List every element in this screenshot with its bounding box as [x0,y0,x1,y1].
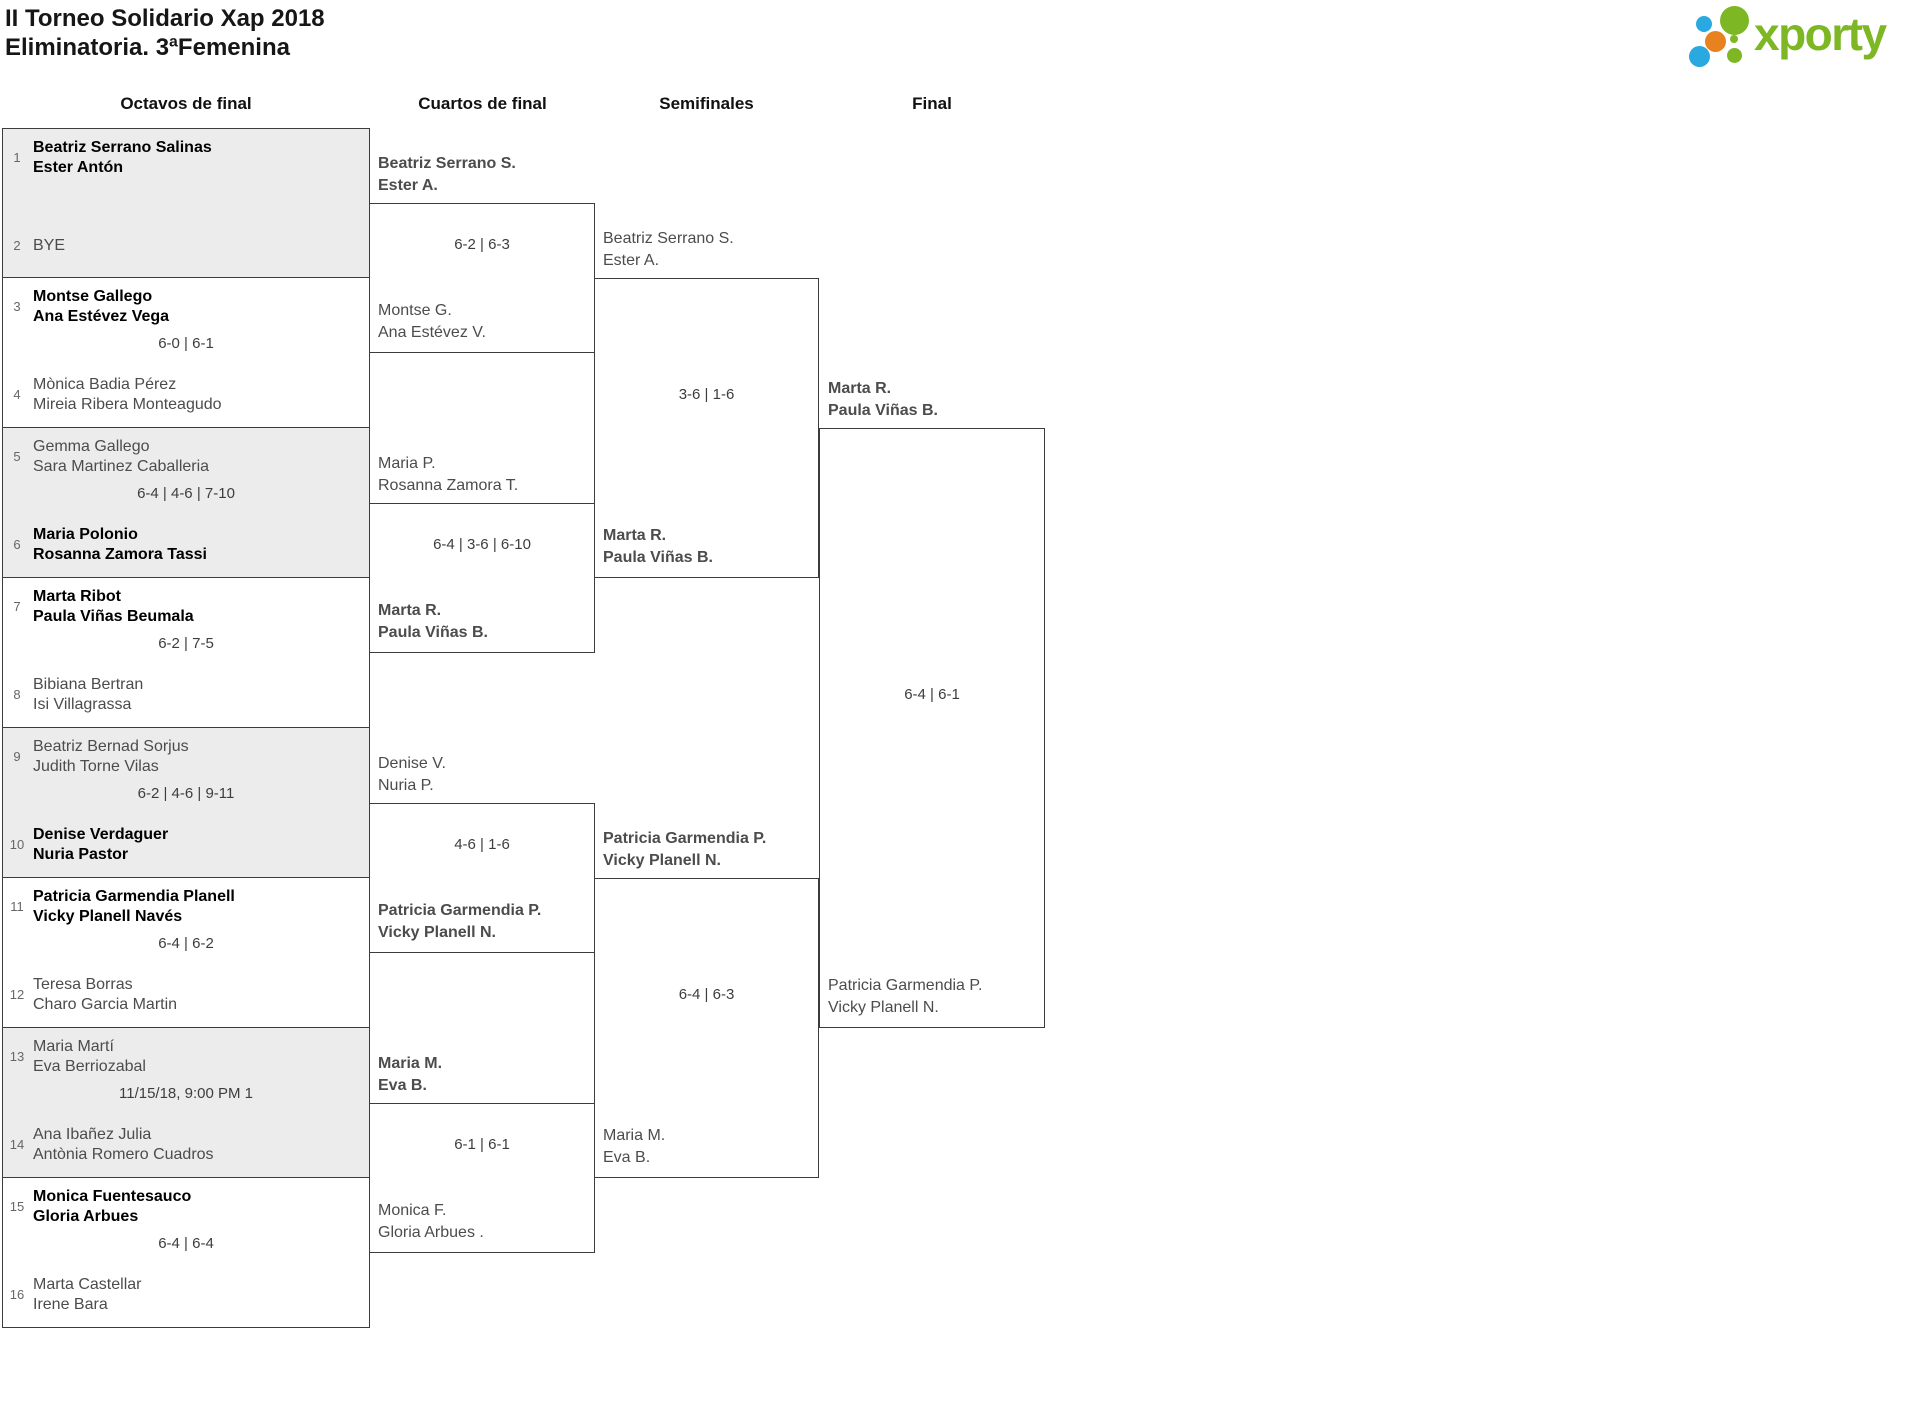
match-score: 4-6 | 1-6 [454,836,510,853]
seed-number: 7 [13,599,21,614]
team-name: Patricia Garmendia P.Vicky Planell N. [603,830,767,869]
team-name: Maria M.Eva B. [603,1127,666,1166]
match-schedule: 11/15/18, 9:00 PM 1 [119,1085,253,1102]
seed-number: 3 [13,299,21,314]
team-name: Monica F.Gloria Arbues . [378,1202,484,1241]
team-name: Patricia Garmendia P.Vicky Planell N. [828,977,983,1016]
seed-number: 11 [10,899,24,914]
team-name: Patricia Garmendia P.Vicky Planell N. [378,902,542,941]
match-score: 6-0 | 6-1 [158,335,214,352]
seed-number: 10 [9,837,25,852]
match-qf-1[interactable]: Beatriz Serrano S.Ester A. 6-2 | 6-3 Mon… [370,155,595,353]
team-name: Beatriz Serrano S.Ester A. [378,155,516,194]
team-name: Marta R.Paula Viñas B. [603,527,713,566]
bracket-subtitle: Eliminatoria. 3ªFemenina [5,34,290,61]
seed-number: 13 [9,1049,25,1064]
round-header-final: Final [912,94,952,113]
team-name: Maria P.Rosanna Zamora T. [378,455,519,494]
seed-number: 15 [9,1199,25,1214]
match-score: 6-4 | 6-2 [158,935,214,952]
round-header-semis: Semifinales [659,94,754,113]
logo-wordmark: xporty [1754,8,1887,60]
match-final[interactable]: Marta R.Paula Viñas B. 6-4 | 6-1 Patrici… [819,380,1045,1028]
seed-number: 2 [13,238,21,253]
seed-number: 8 [13,687,21,702]
tournament-name: II Torneo Solidario Xap 2018 [5,5,325,32]
team-name: Marta R.Paula Viñas B. [828,380,938,419]
logo-dot-blue-small [1696,16,1712,32]
match-score: 6-1 | 6-1 [454,1136,510,1153]
logo-dot-green-large [1720,6,1749,35]
team-name: Marta R.Paula Viñas B. [378,602,488,641]
round-header-octavos: Octavos de final [120,94,252,113]
team-name: Montse G.Ana Estévez V. [378,302,486,341]
seed-number: 16 [9,1287,25,1302]
logo-dot-orange [1705,31,1726,52]
seed-number: 9 [13,749,21,764]
team-name: BYE [33,237,66,254]
seed-number: 6 [13,537,21,552]
seed-number: 1 [13,150,21,165]
match-score: 3-6 | 1-6 [678,386,735,403]
team-name: Denise V.Nuria P. [378,755,446,794]
match-qf-2[interactable]: Maria P.Rosanna Zamora T. 6-4 | 3-6 | 6-… [370,455,595,653]
match-score: 6-4 | 6-3 [678,986,735,1003]
match-score: 6-4 | 4-6 | 7-10 [137,485,235,502]
match-qf-3[interactable]: Denise V.Nuria P. 4-6 | 1-6 Patricia Gar… [370,755,595,953]
match-qf-4[interactable]: Maria M.Eva B. 6-1 | 6-1 Monica F.Gloria… [370,1055,595,1253]
logo-dot-blue-large [1689,46,1710,67]
logo-dot-green-tiny [1730,35,1738,43]
match-sf-2[interactable]: Patricia Garmendia P.Vicky Planell N. 6-… [594,830,819,1178]
seed-number: 4 [13,387,21,402]
match-score: 6-4 | 6-1 [904,686,960,703]
match-score: 6-4 | 6-4 [158,1235,214,1252]
seed-number: 14 [9,1137,25,1152]
xporty-logo[interactable]: xporty [1688,2,1916,68]
seed-number: 5 [13,449,21,464]
match-score: 6-2 | 7-5 [158,635,214,652]
team-name: Beatriz Serrano S.Ester A. [603,230,734,269]
round-header-cuartos: Cuartos de final [418,94,547,113]
logo-dot-green-small [1727,48,1742,63]
match-sf-1[interactable]: Beatriz Serrano S.Ester A. 3-6 | 1-6 Mar… [594,230,819,578]
seed-number: 12 [9,987,25,1002]
match-score: 6-4 | 3-6 | 6-10 [433,536,531,553]
match-score: 6-2 | 6-3 [454,236,510,253]
team-name: Maria M.Eva B. [378,1055,443,1094]
match-score: 6-2 | 4-6 | 9-11 [137,785,235,802]
page-title: II Torneo Solidario Xap 2018 Eliminatori… [5,4,325,62]
